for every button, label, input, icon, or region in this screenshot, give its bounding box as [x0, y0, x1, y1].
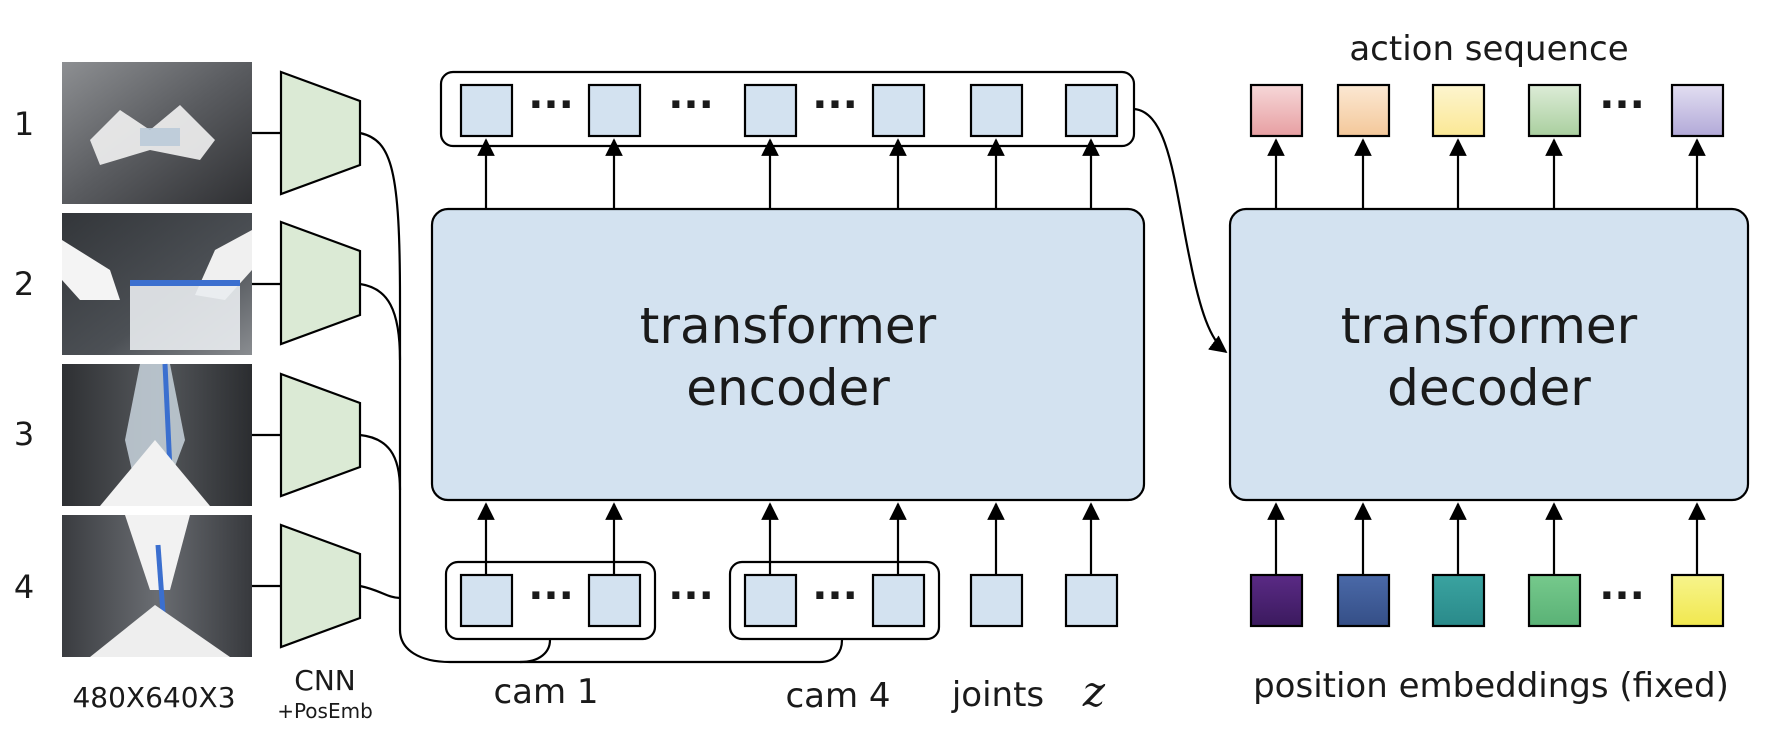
action-sequence-label: action sequence — [1349, 29, 1628, 69]
cnn-output-wire-4 — [359, 584, 401, 600]
cnn-output-wire-3 — [359, 433, 402, 491]
camera-image-1 — [62, 62, 252, 204]
encoder-to-decoder-arrow — [1133, 107, 1228, 354]
camera-image-4 — [62, 515, 252, 657]
cam-rail-wire — [398, 629, 844, 664]
svg-text:···: ··· — [668, 82, 714, 128]
decoder-label-line2: decoder — [1387, 359, 1591, 417]
action-token-3 — [1431, 83, 1486, 138]
cam1-token-b — [587, 573, 642, 628]
svg-text:···: ··· — [812, 573, 858, 619]
posemb-label: +PosEmb — [277, 699, 373, 723]
svg-text:···: ··· — [528, 573, 574, 619]
svg-text:···: ··· — [812, 82, 858, 128]
position-embeddings-label: position embeddings (fixed) — [1253, 666, 1729, 706]
encoder-label-line2: encoder — [686, 359, 890, 417]
cnn-encoder-4 — [279, 523, 362, 649]
cam4-label: cam 4 — [785, 676, 890, 716]
cnn-encoder-1 — [279, 70, 362, 196]
encoder-output-token-5 — [969, 83, 1024, 138]
camera-image-3 — [62, 363, 252, 506]
cam4-token-b — [871, 573, 926, 628]
encoder-label-line1: transformer — [640, 297, 937, 355]
position-embedding-4 — [1527, 573, 1582, 628]
joints-token — [969, 573, 1024, 628]
action-token-1 — [1249, 83, 1304, 138]
position-embedding-1 — [1249, 573, 1304, 628]
svg-text:···: ··· — [668, 573, 714, 619]
encoder-output-token-2 — [587, 83, 642, 138]
encoder-output-token-1 — [459, 83, 514, 138]
z-label: z — [1082, 667, 1106, 716]
action-token-4 — [1527, 83, 1582, 138]
cnn-output-wire-2 — [359, 282, 402, 361]
cnn-label: CNN — [294, 664, 355, 697]
row-label-2: 2 — [14, 265, 34, 303]
encoder-output-token-4 — [871, 83, 926, 138]
row-label-1: 1 — [14, 105, 34, 143]
cam4-token-a — [743, 573, 798, 628]
row-label-3: 3 — [14, 415, 34, 453]
encoder-output-token-3 — [743, 83, 798, 138]
position-embedding-3 — [1431, 573, 1486, 628]
cnn-encoder-3 — [279, 372, 362, 498]
cam1-label: cam 1 — [493, 672, 598, 712]
action-token-5 — [1670, 83, 1725, 138]
cnn-output-wire-1 — [359, 131, 402, 630]
transformer-decoder-block — [1228, 207, 1750, 502]
cam1-rail-branch — [519, 639, 552, 664]
svg-text:···: ··· — [1599, 573, 1645, 619]
decoder-label-line1: transformer — [1341, 297, 1638, 355]
cnn-encoder-2 — [279, 220, 362, 346]
encoder-output-token-6 — [1064, 83, 1119, 138]
camera-image-2 — [62, 213, 252, 355]
z-token — [1064, 573, 1119, 628]
input-size-label: 480X640X3 — [72, 681, 235, 714]
row-label-4: 4 — [14, 568, 34, 606]
position-embedding-5 — [1670, 573, 1725, 628]
svg-text:···: ··· — [528, 82, 574, 128]
action-token-2 — [1336, 83, 1391, 138]
cam1-token-a — [459, 573, 514, 628]
position-embedding-2 — [1336, 573, 1391, 628]
transformer-encoder-block — [430, 207, 1146, 502]
svg-text:···: ··· — [1599, 82, 1645, 128]
joints-label: joints — [951, 675, 1044, 715]
